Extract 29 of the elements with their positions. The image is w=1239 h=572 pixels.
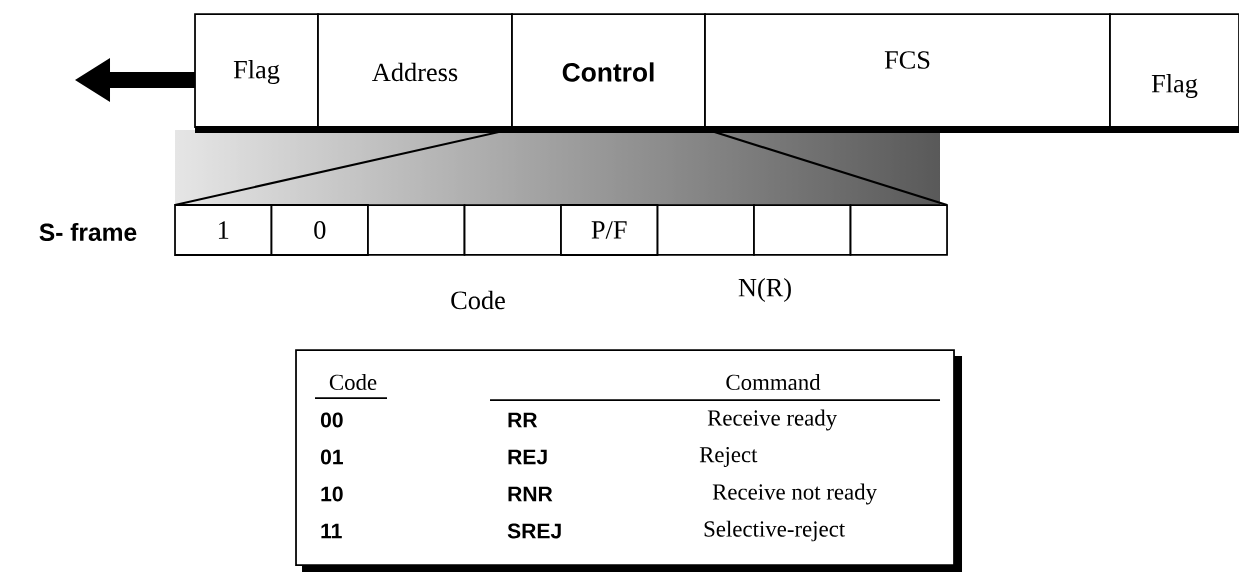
- table-cell: RNR: [508, 486, 553, 502]
- table-cell: RR: [508, 412, 538, 428]
- row-label: S- frame: [39, 222, 137, 242]
- table-cell: 10: [321, 486, 343, 502]
- frame-field: Address: [317, 13, 513, 128]
- table-cell: Reject: [699, 447, 758, 467]
- bit-cell: [463, 204, 562, 256]
- table-cell: Selective-reject: [704, 520, 846, 542]
- bit-cell: [656, 204, 755, 256]
- field-label: Code: [451, 290, 505, 310]
- frame-field: 0: [270, 204, 369, 256]
- table-cell: 00: [320, 412, 343, 428]
- column-header: Code: [329, 373, 377, 391]
- frame-field: Flag: [1109, 13, 1239, 128]
- table-cell: Receive ready: [707, 409, 838, 431]
- frame-field: Control: [511, 13, 706, 128]
- bit-cell: [367, 204, 466, 256]
- table-cell: Receive not ready: [712, 483, 877, 505]
- table-cell: 11: [321, 523, 342, 539]
- bit-cell: [753, 204, 852, 256]
- frame-field: Flag: [194, 13, 319, 128]
- bit-cell: [849, 204, 948, 256]
- field-label: N(R): [738, 278, 791, 302]
- frame-field: 1: [174, 204, 273, 256]
- table-cell: SREJ: [507, 523, 561, 539]
- table-cell: 01: [320, 449, 343, 465]
- table-cell: REJ: [508, 449, 547, 465]
- column-header: Command: [726, 373, 821, 391]
- frame-field: P/F: [560, 204, 659, 256]
